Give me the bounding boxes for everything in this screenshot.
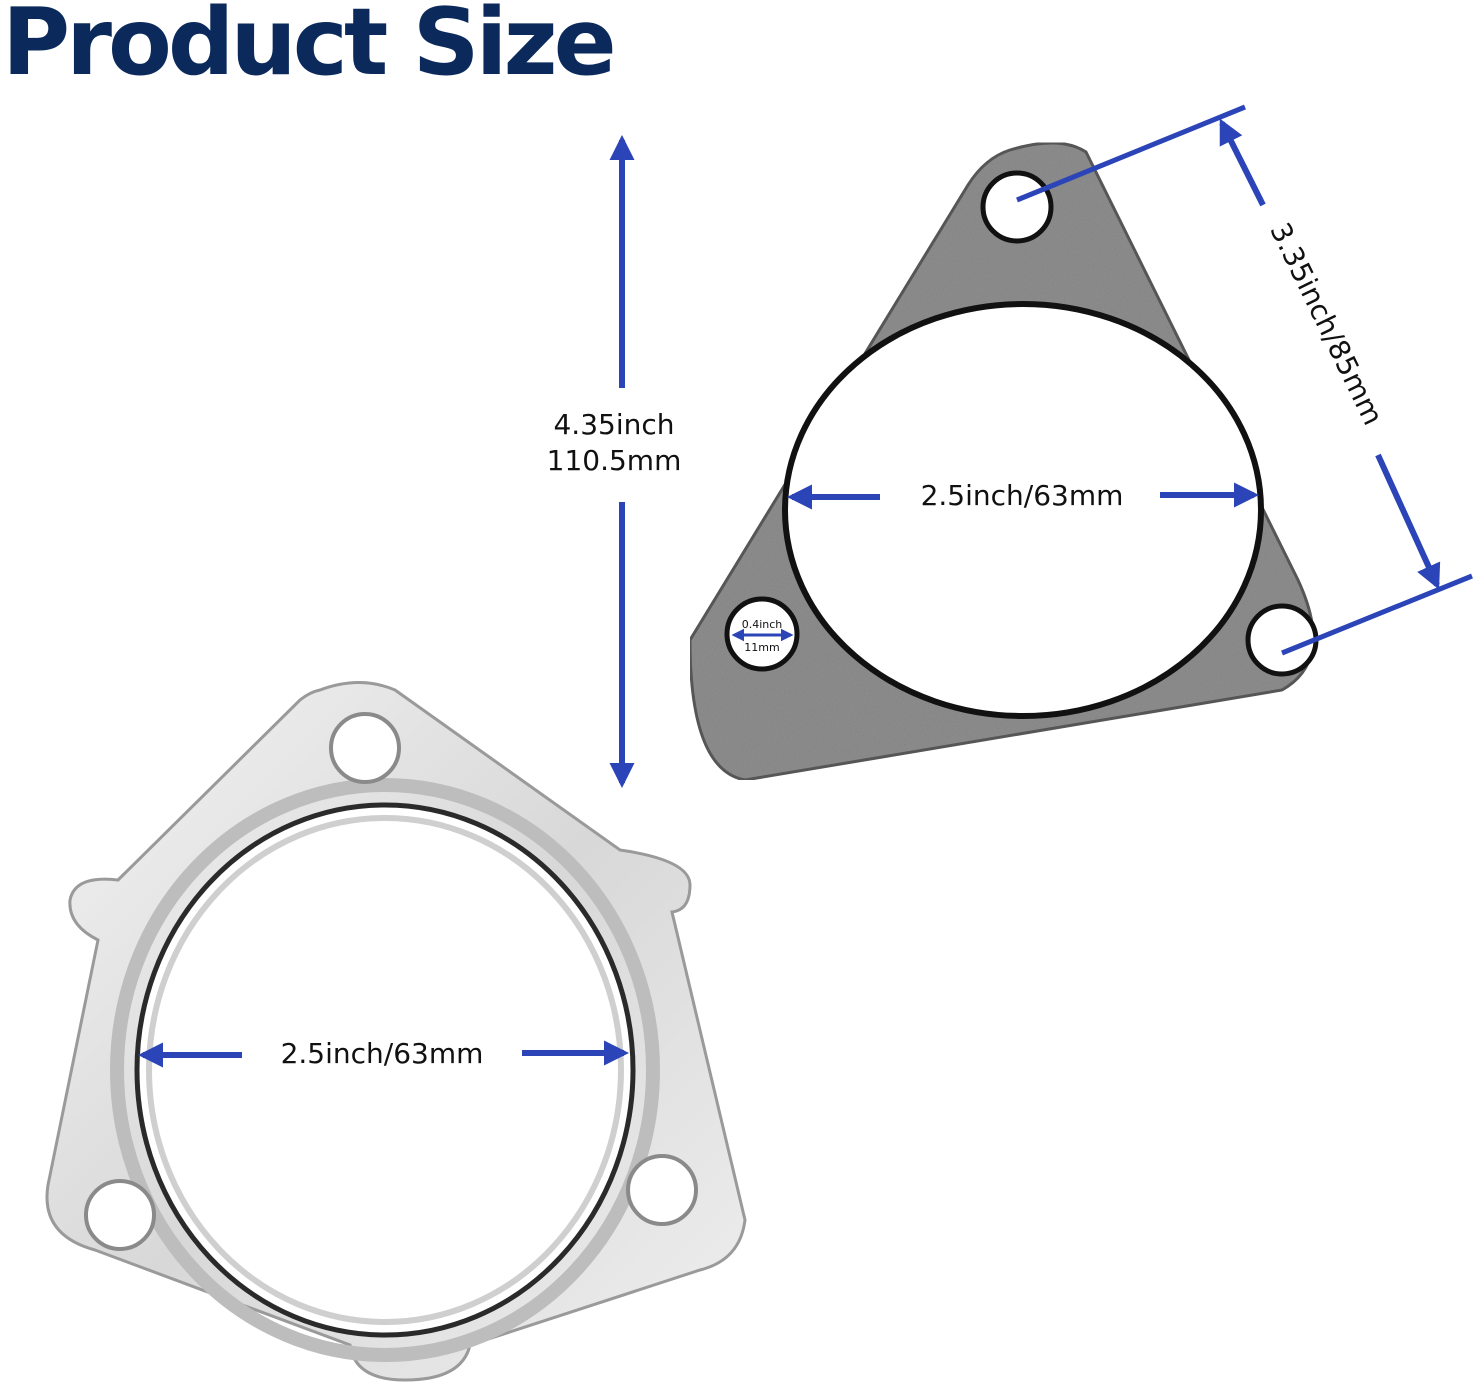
- page-title: Product Size: [2, 0, 617, 96]
- steel-gasket: [45, 681, 747, 1382]
- top-inner-diameter-dimension: 2.5inch/63mm: [786, 479, 1260, 512]
- bolt-hole-label-inch: 0.4inch: [742, 618, 783, 631]
- height-label-inch: 4.35inch: [553, 408, 674, 441]
- bolt-spacing-ext-top: [1016, 104, 1246, 203]
- gray-gasket-center-hole: [782, 301, 1264, 719]
- steel-gasket-bolt-hole-left: [84, 1179, 156, 1251]
- top-inner-diameter-label: 2.5inch/63mm: [921, 479, 1124, 512]
- bolt-hole-label-mm: 11mm: [744, 641, 779, 654]
- bolt-spacing-ext-bottom: [1281, 573, 1473, 656]
- bottom-inner-diameter-label: 2.5inch/63mm: [281, 1037, 484, 1070]
- steel-gasket-inner-lip: [146, 815, 624, 1325]
- steel-gasket-bead-ring: [110, 778, 660, 1362]
- gray-gasket-bolt-hole-right: [1245, 603, 1319, 677]
- bolt-hole-dimension: 0.4inch 11mm: [731, 618, 794, 654]
- steel-gasket-bolt-hole-top: [329, 712, 401, 784]
- steel-gasket-center-hole: [134, 802, 636, 1338]
- bolt-spacing-arrow-up: [1219, 118, 1266, 207]
- bolt-spacing-label: 3.35inch/85mm: [1263, 217, 1389, 430]
- height-label-mm: 110.5mm: [547, 444, 682, 477]
- height-dimension: 4.35inch 110.5mm: [547, 134, 682, 789]
- gray-gasket-bolt-hole-top: [980, 170, 1054, 244]
- bolt-spacing-arrow-down: [1375, 453, 1441, 590]
- bottom-inner-diameter-dimension: 2.5inch/63mm: [137, 1037, 630, 1070]
- gray-gasket: [688, 141, 1319, 782]
- steel-gasket-bolt-hole-right: [626, 1154, 698, 1226]
